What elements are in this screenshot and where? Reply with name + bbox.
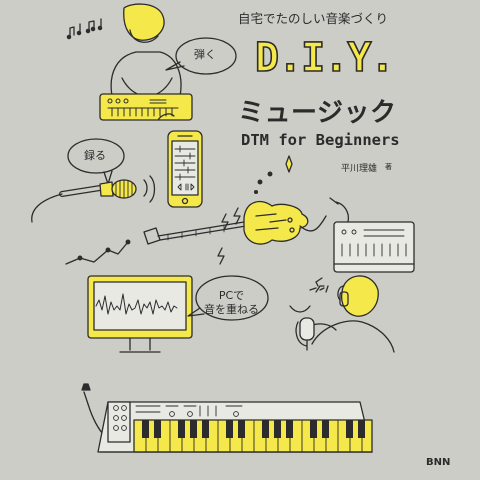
computer-monitor-illustration <box>87 275 193 353</box>
book-title-jp: ミュージック <box>238 98 397 128</box>
author-role: 著 <box>385 163 392 171</box>
author-name: 平川理雄 <box>341 164 378 174</box>
bubble-text-record: 録る <box>84 149 106 162</box>
person-playing-synth-illustration <box>99 3 193 121</box>
bubble-text-pc-line1: PCで <box>218 289 245 302</box>
book-title-en: D.I.Y. <box>254 34 395 82</box>
studio-microphone-icon <box>289 285 329 351</box>
speech-bubble-pc <box>187 275 269 321</box>
bubble-text-pc: PCで 音を重ねる <box>204 289 259 317</box>
electric-guitar-illustration <box>143 200 327 245</box>
bubble-text-pc-line2: 音を重ねる <box>204 303 259 316</box>
book-subtitle: 自宅でたのしい音楽づくり <box>238 11 389 26</box>
person-with-headphones-illustration <box>309 275 395 353</box>
keyboard-synthesizer-illustration <box>97 401 373 453</box>
publisher-logo: BNN <box>426 457 451 468</box>
music-notes-icon <box>66 18 103 40</box>
bubble-text-play: 弾く <box>194 48 216 61</box>
microphone-illustration <box>31 175 156 223</box>
sparkle-icons <box>217 155 293 265</box>
speech-bubble-play <box>165 37 237 75</box>
book-title-dtm: DTM for Beginners <box>241 131 400 149</box>
synth-module-illustration <box>329 197 415 273</box>
smartphone-illustration <box>157 113 203 208</box>
waveform-doodle-icon <box>65 239 131 265</box>
